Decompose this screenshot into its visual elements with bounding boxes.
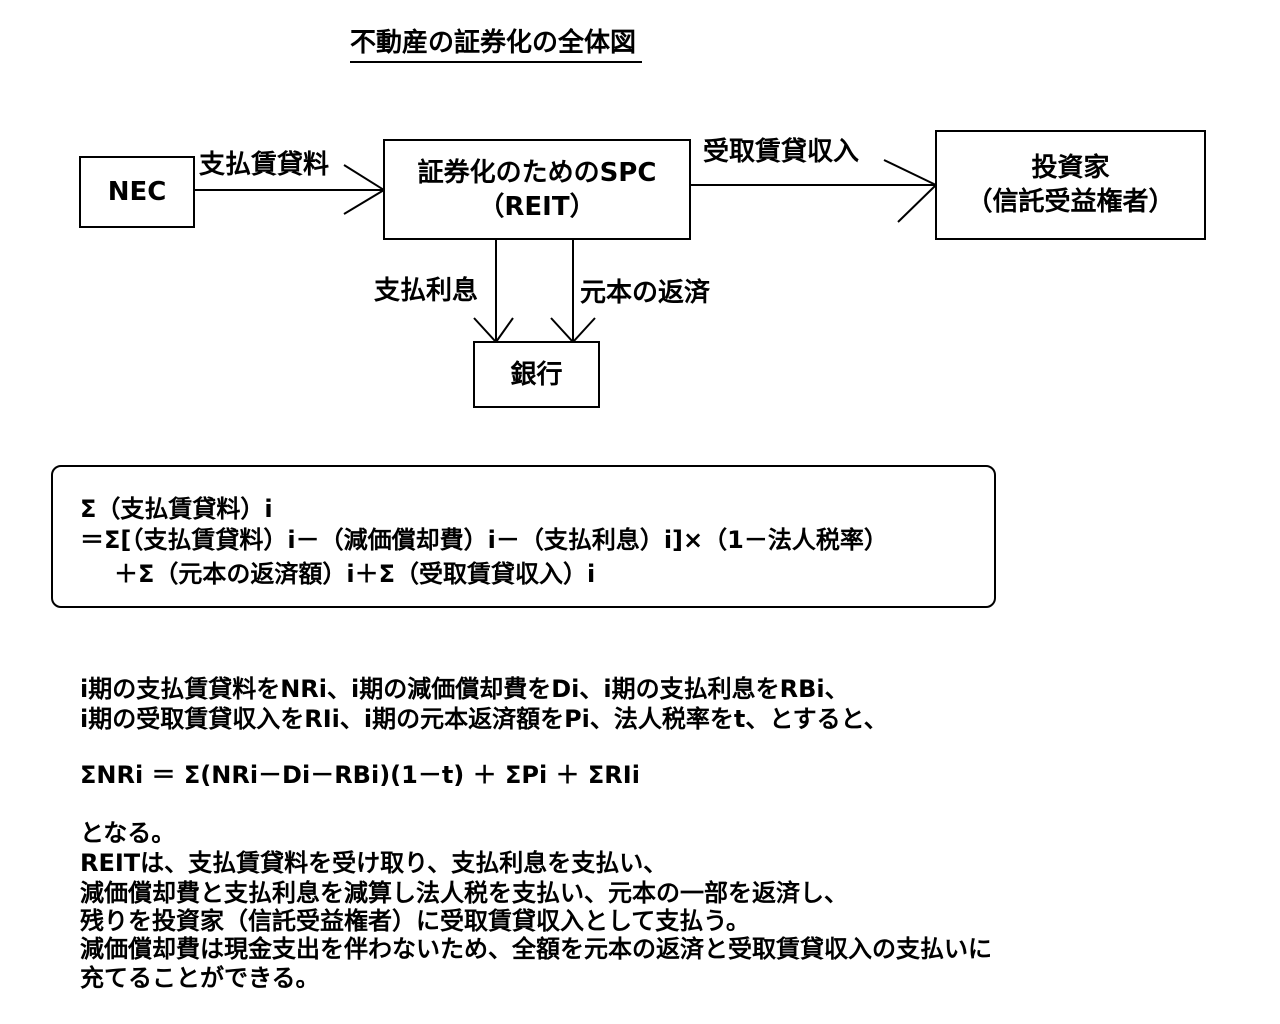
arrowhead-spc-to-investor bbox=[883, 159, 938, 223]
conclusion-line-2: REITは、支払賃貸料を受け取り、支払利息を支払い、 bbox=[80, 849, 668, 877]
edge-label-interest: 支払利息 bbox=[374, 276, 479, 306]
node-nec-label: NEC bbox=[107, 177, 167, 207]
node-nec: NEC bbox=[79, 156, 195, 228]
formula-line-2: ＝Σ[（支払賃貸料）i－（減価償却費）i－（支払利息）i]×（1－法人税率） bbox=[80, 526, 888, 554]
formula-line-3: ＋Σ（元本の返済額）i＋Σ（受取賃貸収入）i bbox=[114, 560, 596, 588]
node-investor-label: 投資家 bbox=[1031, 153, 1110, 183]
node-investor-sublabel: （信託受益権者） bbox=[966, 187, 1175, 217]
definitions-line-2: i期の受取賃貸収入をRIi、i期の元本返済額をPi、法人税率をt、とすると、 bbox=[80, 705, 888, 733]
page-title: 不動産の証券化の全体図 bbox=[350, 22, 643, 63]
node-spc-sublabel: （REIT） bbox=[478, 191, 596, 222]
node-bank-label: 銀行 bbox=[510, 359, 563, 390]
conclusion-line-3: 減価償却費と支払利息を減算し法人税を支払い、元本の一部を返済し、 bbox=[80, 879, 848, 907]
node-investor: 投資家 （信託受益権者） bbox=[935, 130, 1206, 240]
definitions-line-1: i期の支払賃貸料をNRi、i期の減価償却費をDi、i期の支払利息をRBi、 bbox=[80, 675, 849, 703]
conclusion-line-6: 充てることができる。 bbox=[80, 964, 320, 992]
edge-label-principal: 元本の返済 bbox=[580, 278, 711, 308]
equation: ΣNRi ＝ Σ(NRi－Di－RBi)(1－t) ＋ ΣPi ＋ ΣRIi bbox=[80, 761, 640, 789]
edge-label-spc-to-investor: 受取賃貸収入 bbox=[703, 137, 860, 167]
formula-line-1: Σ（支払賃貸料）i bbox=[80, 495, 273, 523]
arrowhead-interest-to-bank bbox=[473, 317, 514, 344]
formula-box bbox=[51, 465, 996, 608]
node-bank: 銀行 bbox=[473, 341, 600, 408]
edge-label-nec-to-spc: 支払賃貸料 bbox=[199, 150, 330, 180]
conclusion-line-4: 残りを投資家（信託受益権者）に受取賃貸収入として支払う。 bbox=[80, 907, 750, 935]
node-spc-label: 証券化のためのSPC bbox=[417, 157, 657, 188]
conclusion-line-5: 減価償却費は現金支出を伴わないため、全額を元本の返済と受取賃貸収入の支払いに bbox=[80, 935, 992, 963]
conclusion-line-1: となる。 bbox=[80, 819, 176, 847]
node-spc: 証券化のためのSPC （REIT） bbox=[383, 139, 691, 240]
